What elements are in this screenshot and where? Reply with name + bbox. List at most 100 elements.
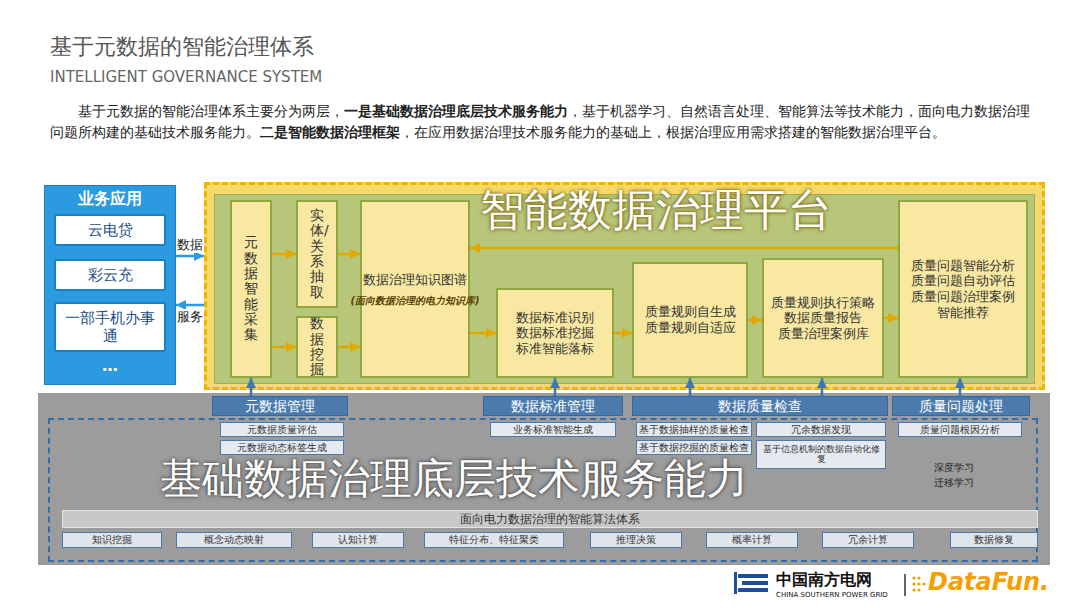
platform-band: 元数据智能采集 实体/关系抽取数据挖掘数据治理知识图谱(面向数据治理的电力知识库)… (204, 182, 1045, 390)
process-box: 质量问题智能分析 质量问题自动评估 质量问题治理案例 智能推荐 (898, 200, 1028, 378)
icon-dot (912, 588, 915, 591)
box-text: 基于信息机制的数据自动化修复 (759, 444, 883, 465)
box-text: 概念动态映射 (204, 534, 264, 546)
process-box: 数据标准识别 数据标准挖掘 标准智能落标 (496, 288, 614, 378)
icon-dot (917, 582, 920, 585)
process-box: 实体/关系抽取 (296, 200, 338, 308)
intro-text: ，在应用数据治理技术服务能力的基础上，根据治理应用需求搭建的智能数据治理平台。 (400, 124, 946, 140)
flow-arrow (959, 378, 962, 396)
logo-bar (742, 581, 768, 585)
box-text: 质量问题处理 (919, 398, 1003, 415)
icon-dot (912, 576, 915, 579)
box-text: 元数据质量评估 (247, 424, 317, 435)
flow-arrow (272, 346, 296, 349)
box-text: 云电贷 (88, 221, 133, 239)
edge-label: 数据 (176, 237, 204, 253)
box-text: 数据质量检查 (718, 398, 802, 415)
box-subtext: (面向数据治理的电力知识库) (350, 295, 479, 307)
box-text: 数据标准识别 数据标准挖掘 标准智能落标 (500, 310, 610, 357)
box-text: 数据标准管理 (511, 398, 595, 415)
process-box: 数据治理知识图谱(面向数据治理的电力知识库) (360, 200, 470, 378)
logo-bar (738, 574, 768, 578)
flow-arrow (338, 346, 360, 349)
flow-arrow (821, 378, 824, 396)
logo-bar (734, 572, 737, 594)
box-text: 质量问题智能分析 质量问题自动评估 质量问题治理案例 智能推荐 (902, 258, 1024, 320)
intro-text: 基于元数据的智能治理体系主要分为两层， (78, 103, 344, 119)
function-box: 质量问题根因分析 (898, 422, 1022, 437)
method-note: 迁移学习 (934, 477, 974, 489)
box-text: 元数据智能采集 (244, 235, 258, 343)
function-box: 元数据动态标签生成 (220, 440, 344, 455)
company-name: 中国南方电网 (776, 570, 872, 589)
more-mark: … (102, 356, 118, 375)
box-text: 质量问题根因分析 (920, 424, 1000, 435)
function-box: 冗余数据发现 (756, 422, 886, 437)
box-text: 基于数据抽样的质量检查 (639, 424, 749, 435)
capability-box: 特征分布、特征聚类 (424, 532, 564, 548)
brand-logo-text: DataFun. (928, 568, 1049, 597)
box-text: 冗余数据发现 (791, 424, 851, 435)
datafun-icon (912, 576, 925, 591)
box-text: 实体/关系抽取 (310, 208, 324, 300)
box-text: 数据修复 (974, 534, 1014, 546)
capability-box: 认知计算 (312, 532, 404, 548)
capability-box: 概念动态映射 (176, 532, 292, 548)
icon-dot (917, 588, 920, 591)
flow-arrow (884, 317, 898, 320)
box-text: 彩云充 (88, 266, 133, 284)
box-text: 基于数据挖掘的质量检查 (639, 442, 749, 453)
flow-arrow (272, 253, 296, 256)
intro-emphasis: 二是智能数据治理框架 (260, 124, 400, 140)
category-tab: 元数据管理 (212, 396, 348, 416)
edge-label: 服务 (176, 309, 204, 325)
band-title: 业务应用 (44, 190, 176, 208)
service-band: 元数据管理 数据标准管理 数据质量检查 质量问题处理元数据质量评估元数据动态标签生成 业… (38, 393, 1050, 565)
box-text: 特征分布、特征聚类 (449, 534, 539, 546)
flow-arrow (689, 378, 692, 396)
icon-dot (917, 576, 920, 579)
icon-dot (922, 582, 925, 585)
band-title: 基础数据治理底层技术服务能力 (160, 456, 800, 502)
category-tab: 质量问题处理 (892, 396, 1030, 416)
company-name-en: CHINA SOUTHERN POWER GRID (776, 591, 888, 599)
category-tab: 数据标准管理 (483, 396, 623, 416)
flow-arrow (748, 319, 762, 322)
process-box: 数据挖掘 (296, 316, 338, 378)
flow-arrow (614, 332, 632, 335)
separator-line (904, 574, 906, 596)
icon-dot (912, 582, 915, 585)
box-text: 概率计算 (732, 534, 772, 546)
app-box: 彩云充 (54, 259, 166, 291)
box-text: 元数据动态标签生成 (237, 442, 327, 453)
grid-logo (734, 572, 768, 594)
flow-arrow (176, 255, 204, 258)
page-title: 基于元数据的智能治理体系 (50, 34, 314, 60)
intro-paragraph: 基于元数据的智能治理体系主要分为两层，一是基础数据治理底层技术服务能力，基于机器… (50, 101, 1035, 143)
app-box: 云电贷 (54, 214, 166, 246)
flow-arrow (338, 253, 360, 256)
band-title: 智能数据治理平台 (480, 186, 860, 234)
capability-box: 推理决策 (590, 532, 682, 548)
capability-box: 概率计算 (706, 532, 798, 548)
flow-arrow (470, 332, 496, 335)
flow-arrow (554, 378, 557, 396)
page-subtitle: INTELLIGENT GOVERNANCE SYSTEM (50, 68, 322, 86)
process-box: 质量规则执行策略 数据质量报告 质量治理案例库 (762, 258, 884, 378)
box-text: 业务标准智能生成 (513, 424, 593, 435)
function-box: 基于数据挖掘的质量检查 (636, 440, 752, 455)
function-box: 业务标准智能生成 (490, 422, 616, 437)
box-text: 知识挖掘 (92, 534, 132, 546)
box-text: 面向电力数据治理的智能算法体系 (460, 512, 640, 526)
box-text: 质量规则执行策略 数据质量报告 质量治理案例库 (766, 295, 880, 342)
logo-bar (738, 588, 768, 592)
box-text: 推理决策 (616, 534, 656, 546)
box-text: 冗余计算 (848, 534, 888, 546)
intro-emphasis: 一是基础数据治理底层技术服务能力 (344, 103, 568, 119)
box-text: 质量规则自生成 质量规则自适应 (636, 304, 744, 335)
method-note: 深度学习 (934, 462, 974, 474)
function-box: 基于信息机制的数据自动化修复 (756, 440, 886, 469)
capability-box: 知识挖掘 (62, 532, 162, 548)
app-panel: 云电贷彩云充一部手机办事通业务应用 (44, 185, 176, 385)
box-text: 元数据管理 (245, 398, 315, 415)
